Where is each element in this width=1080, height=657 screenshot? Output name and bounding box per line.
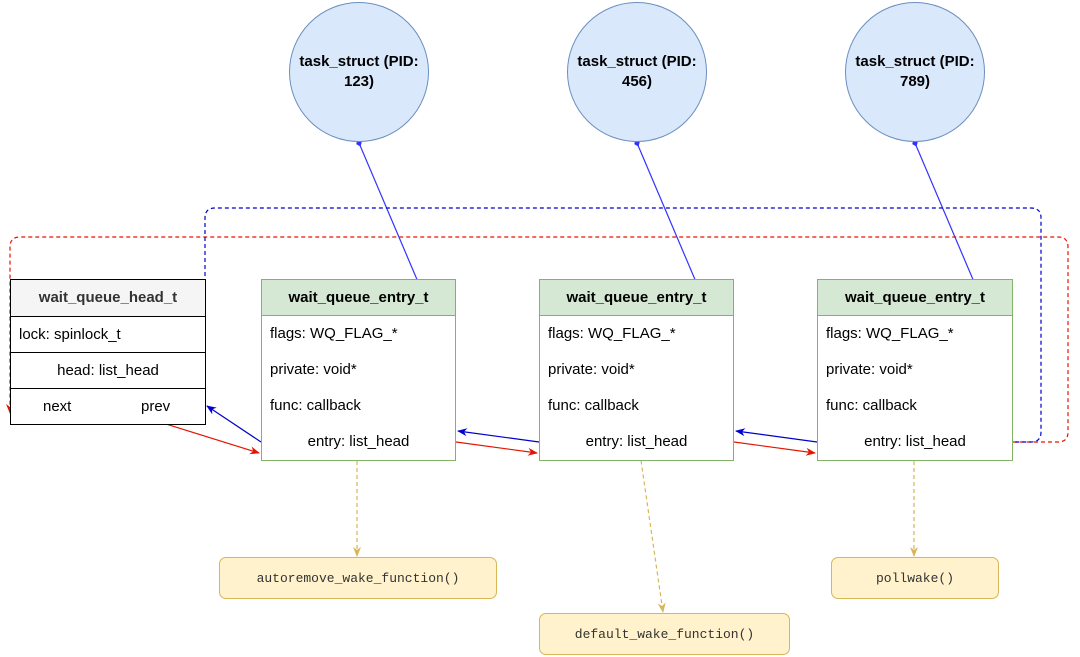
pollwake-function-box: pollwake(): [831, 557, 999, 599]
private-field: private: void*: [826, 361, 913, 378]
private-field: private: void*: [270, 361, 357, 378]
wait-queue-head-box: wait_queue_head_t lock: spinlock_t head:…: [10, 279, 206, 425]
entry-title: wait_queue_entry_t: [540, 280, 733, 316]
func-field: func: callback: [826, 397, 917, 414]
prev-wrap-link: [204, 207, 1042, 446]
next-prev-row: next prev: [11, 388, 205, 424]
task-struct-456-node: task_struct (PID: 456): [567, 2, 707, 142]
next-field: next: [43, 398, 72, 415]
next-wrap-link: [6, 236, 1069, 443]
entry-title: wait_queue_entry_t: [818, 280, 1012, 316]
prev-link-entry2-to-entry1: [457, 428, 540, 443]
flags-field: flags: WQ_FLAG_*: [826, 325, 954, 342]
function-label: autoremove_wake_function(): [256, 570, 460, 586]
task-struct-label: task_struct (PID: 456): [577, 53, 697, 90]
next-link-entry2-to-entry3: [733, 441, 816, 456]
prev-link-entry1-to-head: [206, 405, 262, 443]
func-field: func: callback: [270, 397, 361, 414]
function-label: pollwake(): [875, 570, 954, 586]
autoremove-wake-function-box: autoremove_wake_function(): [219, 557, 497, 599]
wait-queue-entry-box-1: wait_queue_entry_t flags: WQ_FLAG_* priv…: [261, 279, 456, 461]
wait-queue-entry-box-3: wait_queue_entry_t flags: WQ_FLAG_* priv…: [817, 279, 1013, 461]
prev-link-entry3-to-entry2: [735, 428, 818, 443]
next-link-entry1-to-entry2: [455, 441, 538, 456]
prev-field: prev: [141, 398, 171, 415]
func-field: func: callback: [548, 397, 639, 414]
task-struct-123-node: task_struct (PID: 123): [289, 2, 429, 142]
wait-queue-head-title: wait_queue_head_t: [11, 280, 205, 316]
default-wake-function-box: default_wake_function(): [539, 613, 790, 655]
head-field: head: list_head: [11, 352, 205, 388]
lock-field: lock: spinlock_t: [11, 316, 205, 352]
task-struct-label: task_struct (PID: 123): [299, 53, 419, 90]
private-field: private: void*: [548, 361, 635, 378]
wait-queue-entry-box-2: wait_queue_entry_t flags: WQ_FLAG_* priv…: [539, 279, 734, 461]
entry-title: wait_queue_entry_t: [262, 280, 455, 316]
entry-field: entry: list_head: [864, 433, 966, 450]
function-label: default_wake_function(): [574, 626, 755, 642]
task-struct-label: task_struct (PID: 789): [855, 53, 975, 90]
task-struct-789-node: task_struct (PID: 789): [845, 2, 985, 142]
flags-field: flags: WQ_FLAG_*: [548, 325, 676, 342]
flags-field: flags: WQ_FLAG_*: [270, 325, 398, 342]
entry-field: entry: list_head: [585, 433, 688, 450]
entry-field: entry: list_head: [307, 433, 410, 450]
